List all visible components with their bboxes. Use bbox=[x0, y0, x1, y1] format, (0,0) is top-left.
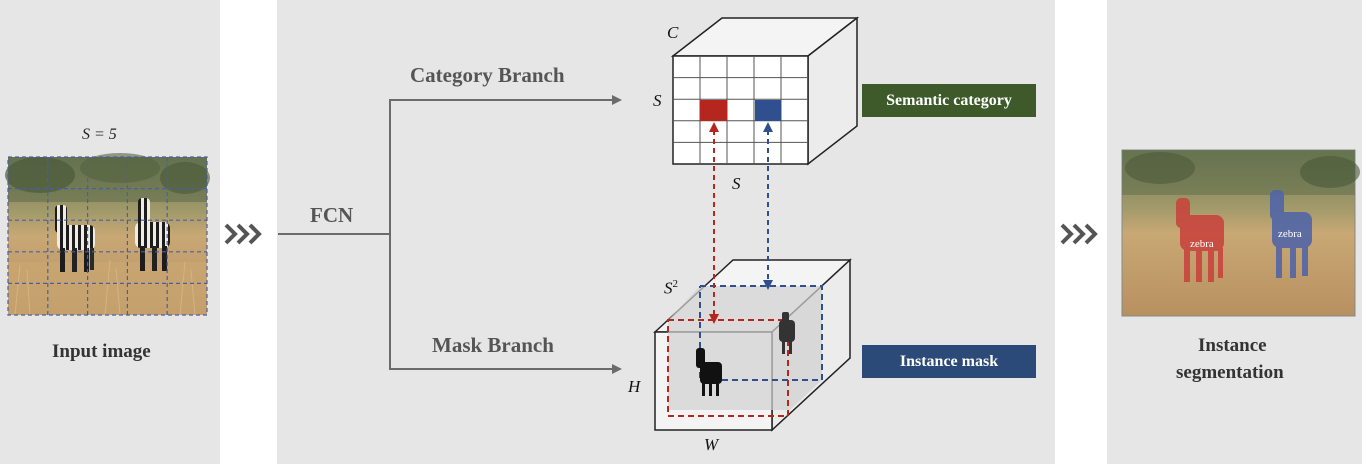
grid-size-label: S = 5 bbox=[82, 126, 117, 143]
red-connector bbox=[709, 122, 719, 324]
arrowhead-mask bbox=[612, 364, 622, 374]
fcn-label: FCN bbox=[310, 203, 354, 227]
mask-cube bbox=[653, 258, 852, 432]
blue-grid-cell bbox=[755, 100, 781, 121]
category-branch-label: Category Branch bbox=[410, 63, 565, 87]
grid-overlay bbox=[7, 156, 208, 316]
mask-dim-s2-exponent: 2 bbox=[672, 278, 679, 290]
cube-dim-c: C bbox=[667, 23, 679, 42]
mask-dim-w: W bbox=[704, 435, 719, 454]
blue-connector bbox=[763, 122, 773, 290]
zebra-right-mask bbox=[1270, 190, 1312, 278]
instance-seg-title-line2: segmentation bbox=[1176, 362, 1284, 383]
semantic-category-box: Semantic category bbox=[862, 84, 1036, 117]
output-image bbox=[1121, 149, 1360, 317]
mask-branch-label: Mask Branch bbox=[432, 333, 554, 357]
branch-lines bbox=[278, 99, 612, 370]
chevrons-left bbox=[224, 223, 262, 245]
mask-dim-s2-base: S bbox=[664, 278, 673, 298]
cube-dim-s-bottom: S bbox=[732, 174, 741, 193]
mask-dim-s2: S2 bbox=[664, 278, 678, 299]
mask-zebra-left bbox=[696, 348, 722, 396]
input-image-title: Input image bbox=[52, 341, 151, 362]
zebra-tag-right: zebra bbox=[1278, 228, 1302, 240]
input-image bbox=[5, 153, 210, 316]
chevrons-right bbox=[1060, 223, 1098, 245]
mask-dim-h: H bbox=[628, 377, 641, 396]
mask-zebra-right bbox=[779, 312, 795, 354]
zebra-left-figure bbox=[55, 205, 95, 272]
cube-dim-s-side: S bbox=[653, 91, 662, 110]
arrowhead-category bbox=[612, 95, 622, 105]
instance-mask-box: Instance mask bbox=[862, 345, 1036, 378]
red-grid-cell bbox=[700, 100, 727, 121]
category-cube bbox=[670, 16, 860, 166]
instance-seg-title-line1: Instance bbox=[1198, 335, 1267, 356]
zebra-tag-left: zebra bbox=[1190, 238, 1214, 250]
zebra-left-mask bbox=[1176, 198, 1224, 282]
